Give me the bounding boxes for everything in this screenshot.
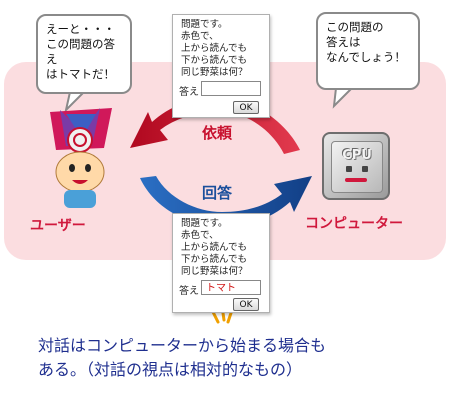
computer-label: コンピューター [305, 216, 403, 232]
question-dialog-bottom: 問題です。 赤色で、 上から読んでも 下から読んでも 同じ野菜は何？ 答え トマ… [172, 213, 270, 313]
question-line: 問題です。 [181, 19, 228, 30]
computer-bubble-line: この問題の [326, 20, 384, 34]
user-bubble-line: えーと・・・ [46, 22, 115, 36]
question-text: 問題です。 赤色で、 上から読んでも 下から読んでも 同じ野菜は何？ [181, 19, 267, 79]
cpu-eye [362, 166, 368, 172]
question-dialog-top: 問題です。 赤色で、 上から読んでも 下から読んでも 同じ野菜は何？ 答え OK [172, 14, 270, 118]
caption-line: ある。（対話の視点は相対的なもの） [38, 360, 303, 379]
cpu-face: CPU [331, 141, 383, 193]
user-speech-bubble: えーと・・・ この問題の答え はトマトだ！ [36, 14, 132, 94]
answer-label: 答え [179, 87, 199, 98]
computer-bubble-line: 答えは [326, 35, 361, 49]
user-figure [50, 108, 112, 208]
question-line: 問題です。 [181, 218, 228, 229]
computer-bubble-tail [332, 87, 355, 109]
question-line: 同じ野菜は何？ [181, 266, 248, 277]
user-bubble-tail [64, 91, 87, 114]
ok-button[interactable]: OK [233, 101, 259, 114]
question-line: 上から読んでも [181, 242, 248, 253]
caption: 対話はコンピューターから始まる場合も ある。（対話の視点は相対的なもの） [38, 334, 438, 382]
response-label: 回答 [202, 184, 233, 202]
cpu-eye [346, 166, 352, 172]
question-line: 下から読んでも [181, 254, 248, 265]
caption-line: 対話はコンピューターから始まる場合も [38, 336, 327, 355]
cpu-text: CPU [342, 148, 372, 163]
cpu-mouth [345, 178, 367, 182]
request-label: 依頼 [202, 124, 233, 142]
question-text: 問題です。 赤色で、 上から読んでも 下から読んでも 同じ野菜は何？ [181, 218, 267, 278]
answer-input[interactable]: トマト [201, 280, 261, 295]
computer-speech-bubble: この問題の 答えは なんでしょう！ [316, 12, 420, 90]
question-line: 上から読んでも [181, 43, 248, 54]
question-line: 赤色で、 [181, 31, 219, 42]
question-line: 下から読んでも [181, 55, 248, 66]
cpu-chip-icon: CPU [322, 132, 390, 200]
answer-input[interactable] [201, 81, 261, 96]
answer-label: 答え [179, 286, 199, 297]
user-bubble-line: この問題の答え [46, 37, 115, 66]
user-bubble-line: はトマトだ！ [46, 67, 115, 81]
ok-button[interactable]: OK [233, 298, 259, 311]
question-line: 赤色で、 [181, 230, 219, 241]
question-line: 同じ野菜は何？ [181, 67, 248, 78]
user-label: ユーザー [30, 218, 86, 234]
computer-bubble-line: なんでしょう！ [326, 50, 406, 64]
